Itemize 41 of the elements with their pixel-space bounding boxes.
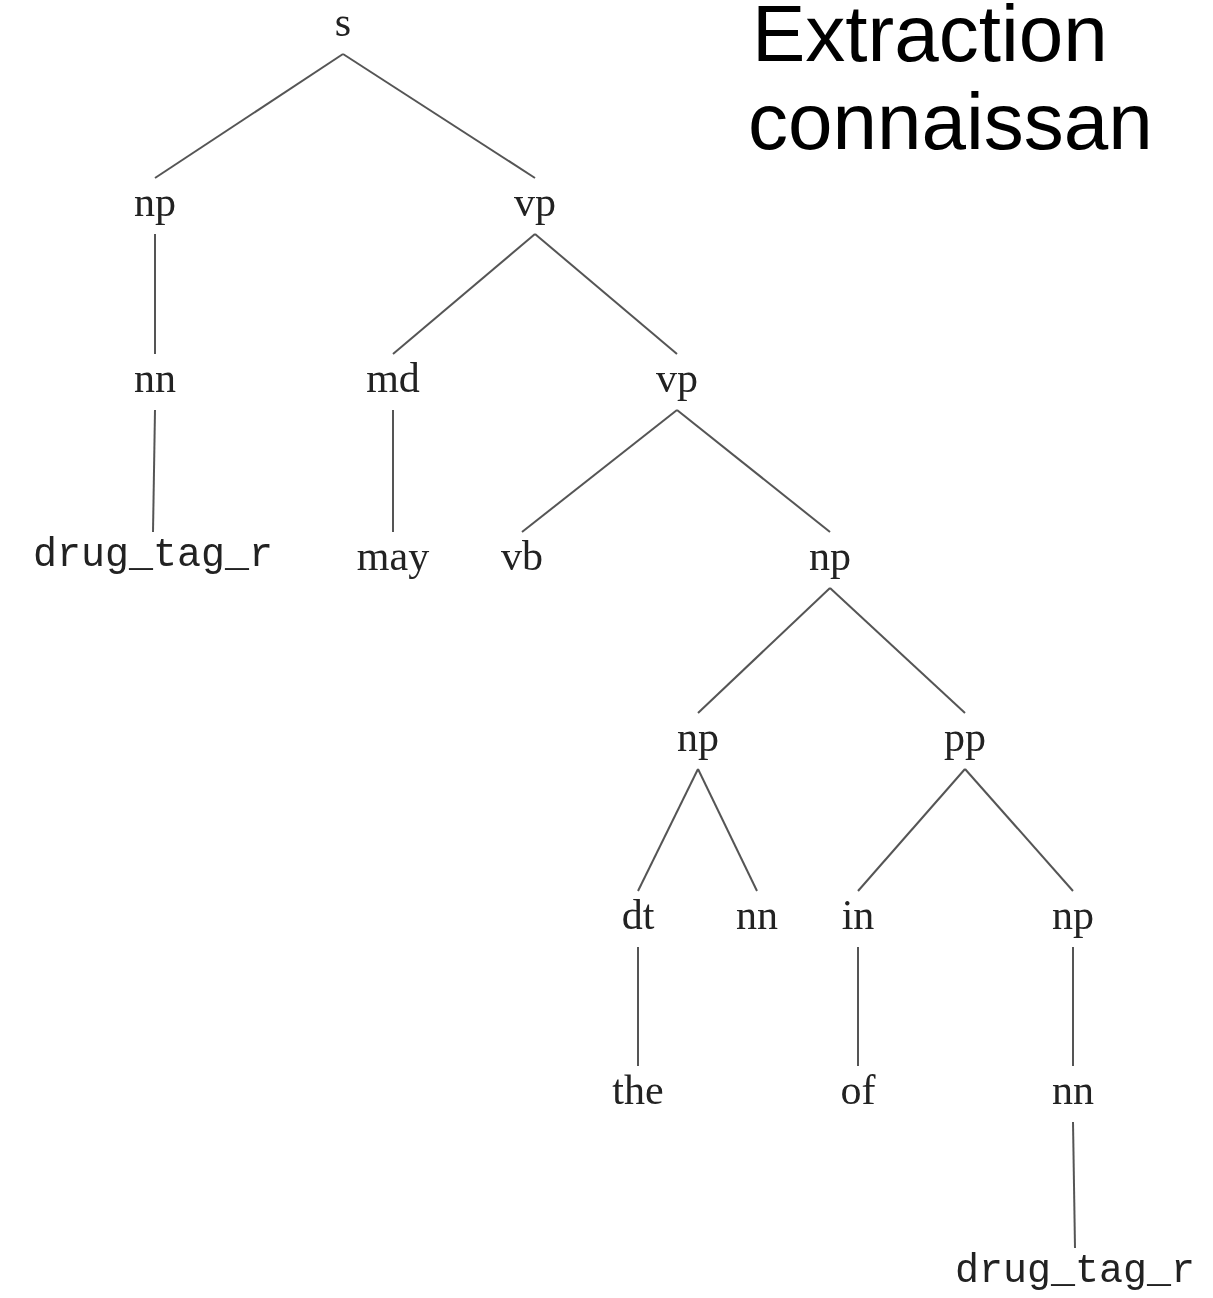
- tree-node-label: np: [134, 178, 176, 226]
- tree-node-label: nn: [1052, 1066, 1094, 1114]
- tree-branch: [154, 53, 344, 179]
- tree-branch: [521, 409, 678, 533]
- tree-node-label: dt: [621, 891, 655, 939]
- tree-node-label: drug_tag_r: [955, 1248, 1195, 1296]
- tree-node-label: the: [612, 1066, 664, 1114]
- tree-node-label: vp: [656, 354, 698, 402]
- tree-node-label: np: [809, 532, 851, 580]
- tree-branch: [857, 946, 859, 1067]
- tree-branch: [1072, 1121, 1076, 1249]
- tree-branch: [342, 53, 536, 179]
- title-text: Extraction: [752, 0, 1108, 74]
- tree-node-label: md: [366, 354, 420, 402]
- tree-branch: [697, 768, 758, 892]
- tree-branch: [637, 946, 639, 1067]
- tree-branch: [857, 768, 966, 892]
- tree-node-label: vp: [514, 178, 556, 226]
- tree-node-label: np: [677, 713, 719, 761]
- tree-node-label: pp: [944, 713, 986, 761]
- tree-branch: [964, 768, 1074, 892]
- title-text: connaissan: [748, 82, 1153, 162]
- tree-node-label: nn: [134, 354, 176, 402]
- tree-node-label: in: [841, 891, 875, 939]
- tree-branch: [392, 409, 394, 533]
- tree-node-label: drug_tag_r: [33, 532, 273, 580]
- tree-node-label: of: [840, 1066, 876, 1114]
- tree-branch: [152, 409, 156, 533]
- tree-branch: [697, 587, 831, 714]
- tree-node-label: np: [1052, 891, 1094, 939]
- tree-branch: [154, 233, 156, 355]
- tree-node-label: may: [356, 532, 430, 580]
- tree-branch: [829, 587, 966, 714]
- tree-branch: [637, 768, 699, 892]
- tree-branch: [1072, 946, 1074, 1067]
- tree-branch: [392, 233, 536, 355]
- tree-node-label: s: [334, 0, 352, 46]
- tree-branch: [534, 233, 678, 355]
- tree-node-label: nn: [736, 891, 778, 939]
- tree-branch: [676, 409, 831, 533]
- tree-node-label: vb: [501, 532, 543, 580]
